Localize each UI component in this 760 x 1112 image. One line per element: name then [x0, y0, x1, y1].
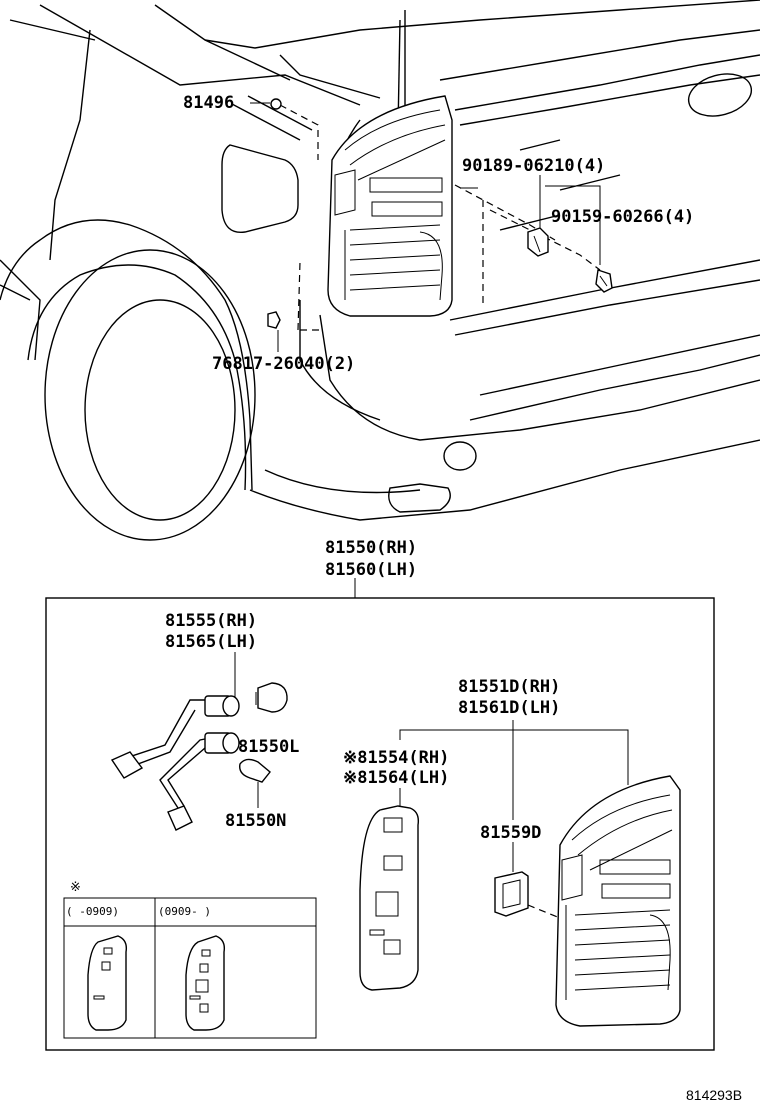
inset-col1-header: ( -0909)	[66, 905, 119, 918]
label-81496: 81496	[183, 93, 235, 113]
label-socket-rh: 81555(RH)	[165, 611, 258, 631]
assembly-frame	[45, 597, 715, 1051]
socket-wire-harness	[110, 695, 240, 831]
inset-col2-header: (0909- )	[158, 905, 211, 918]
bulb-81550N	[239, 758, 271, 783]
label-assy-lh: 81560(LH)	[325, 560, 418, 580]
inset-mark: ※	[70, 880, 81, 895]
inset-table	[63, 897, 317, 1039]
label-assy-rh: 81550(RH)	[325, 538, 418, 558]
label-bulb-n: 81550N	[225, 811, 287, 831]
screw-90189	[527, 227, 549, 257]
clip-81496	[270, 98, 282, 110]
label-socket-lh: 81565(LH)	[165, 632, 258, 652]
label-gasket-lh: ※81564(LH)	[343, 768, 450, 788]
diagram-code: 814293B	[686, 1087, 743, 1103]
gasket-81554	[359, 805, 420, 991]
bulb-81550L	[255, 682, 288, 713]
label-lens-lh: 81561D(LH)	[458, 698, 561, 718]
tail-lens-assembly	[555, 775, 681, 1027]
nut-76817	[267, 311, 281, 329]
screw-90159	[595, 269, 613, 293]
vehicle-tail-lamp	[327, 95, 453, 317]
label-76817: 76817-26040(2)	[212, 354, 356, 374]
label-90159: 90159-60266(4)	[551, 207, 695, 227]
label-90189: 90189-06210(4)	[462, 156, 606, 176]
label-bulb-l: 81550L	[238, 737, 300, 757]
label-lens-rh: 81551D(RH)	[458, 677, 561, 697]
cushion-81559D	[494, 871, 529, 917]
label-cushion: 81559D	[480, 823, 542, 843]
label-gasket-rh: ※81554(RH)	[343, 748, 450, 768]
